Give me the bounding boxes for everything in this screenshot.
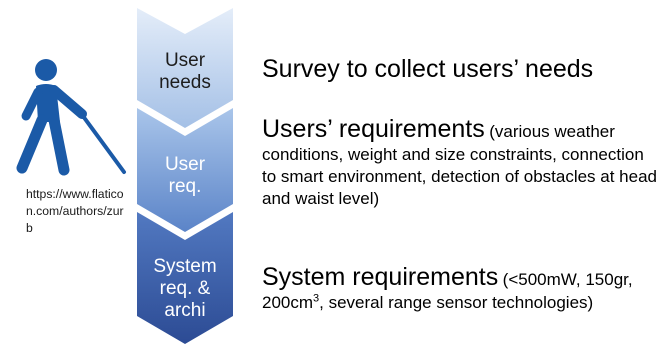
chevron-label-user-req: User req. bbox=[164, 154, 206, 197]
blind-person-with-cane-icon bbox=[16, 59, 126, 176]
step-detail-user-req: (various weather conditions, weight and … bbox=[262, 122, 658, 208]
chevron-label-user-needs: User needs bbox=[159, 50, 211, 93]
step-title-user-req: Users’ requirements bbox=[262, 115, 485, 143]
chevron-user-req bbox=[137, 108, 233, 232]
step-detail-system-req: (<500mW, 150gr, 200cm3, several range se… bbox=[262, 270, 633, 312]
step-description-system-req: System requirements (<500mW, 150gr, 200c… bbox=[262, 262, 660, 314]
step-title-system-req: System requirements bbox=[262, 263, 499, 291]
step-description-user-req: Users’ requirements (various weather con… bbox=[262, 114, 660, 210]
step-description-user-needs: Survey to collect users’ needs bbox=[262, 55, 594, 83]
chevron-label-system-req: System req. & archi bbox=[153, 256, 217, 321]
chevron-user-needs bbox=[137, 8, 233, 128]
image-credit[interactable]: https://www.flaticon.com/authors/zurb bbox=[26, 187, 124, 235]
chevron-system-req bbox=[137, 212, 233, 344]
